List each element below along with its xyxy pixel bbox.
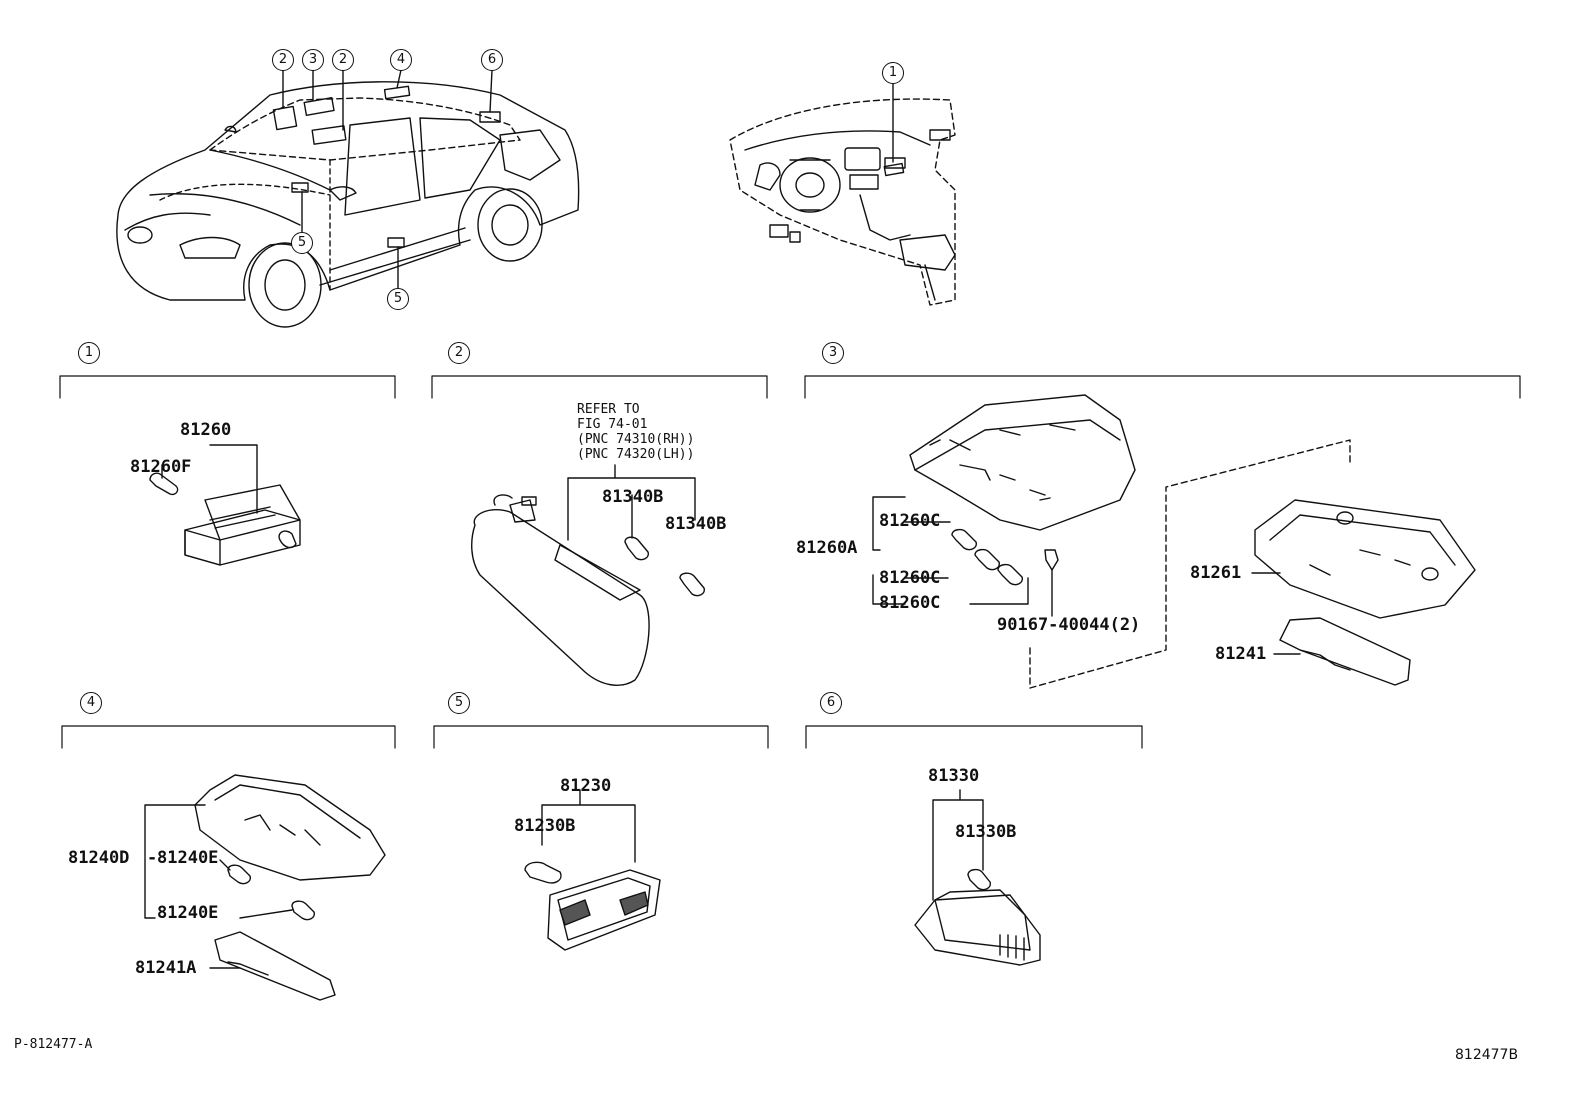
section-callout-4: 4: [80, 692, 102, 714]
bulb-81340b-a-label: 81340B: [602, 487, 664, 507]
section-callout-5: 5: [448, 692, 470, 714]
bulb-81260c-3-label: 81260C: [879, 593, 941, 613]
car-callout-4: 4: [390, 49, 412, 71]
screw-90167-label: 90167-40044(2): [997, 615, 1141, 635]
dash-callout-1: 1: [882, 62, 904, 84]
section-callout-6: 6: [820, 692, 842, 714]
illustration-code-left: P-812477-A: [14, 1037, 93, 1052]
car-callout-5b: 5: [387, 288, 409, 310]
refer-note-line4: (PNC 74320(LH)): [577, 447, 695, 462]
bulb-81260f-label: 81260F: [130, 457, 192, 477]
part-81230-label: 81230: [560, 776, 612, 796]
section-callout-1: 1: [78, 342, 100, 364]
dash-81240d: -: [147, 848, 158, 868]
section4-drawing: [144, 774, 386, 1001]
section5-drawing: [524, 789, 661, 951]
part-81260-label: 81260: [180, 420, 232, 440]
section-brackets: [59, 375, 1521, 749]
bulb-81230b-label: 81230B: [514, 816, 576, 836]
illustration-code-right: 812477B: [1455, 1047, 1519, 1063]
section3-drawing: [872, 394, 1476, 689]
assembly-81260a-label: 81260A: [796, 538, 858, 558]
car-callout-3: 3: [302, 49, 324, 71]
bulb-81330b-label: 81330B: [955, 822, 1017, 842]
refer-note-line3: (PNC 74310(RH)): [577, 432, 695, 447]
car-callout-2b: 2: [332, 49, 354, 71]
bulb-81260c-1-label: 81260C: [879, 511, 941, 531]
bulb-81240e-2-label: 81240E: [157, 903, 219, 923]
part-81330-label: 81330: [928, 766, 980, 786]
section1-drawing: [149, 444, 301, 566]
bulb-81340b-b-label: 81340B: [665, 514, 727, 534]
section2-drawing: [471, 464, 705, 686]
section6-drawing: [914, 789, 1041, 966]
car-callout-6: 6: [481, 49, 503, 71]
bulb-81260c-2-label: 81260C: [879, 568, 941, 588]
refer-note-line1: REFER TO: [577, 402, 640, 417]
refer-note-line2: FIG 74-01: [577, 417, 648, 432]
section-callout-3: 3: [822, 342, 844, 364]
cover-81261-label: 81261: [1190, 563, 1242, 583]
car-overview-illustration: [116, 69, 580, 328]
car-callout-5a: 5: [291, 232, 313, 254]
lens-81241a-label: 81241A: [135, 958, 197, 978]
dashboard-illustration: [729, 83, 956, 306]
section-callout-2: 2: [448, 342, 470, 364]
lens-81241-label: 81241: [1215, 644, 1267, 664]
assembly-81240d-label: 81240D: [68, 848, 130, 868]
bulb-81240e-1-label: 81240E: [157, 848, 219, 868]
car-callout-2a: 2: [272, 49, 294, 71]
